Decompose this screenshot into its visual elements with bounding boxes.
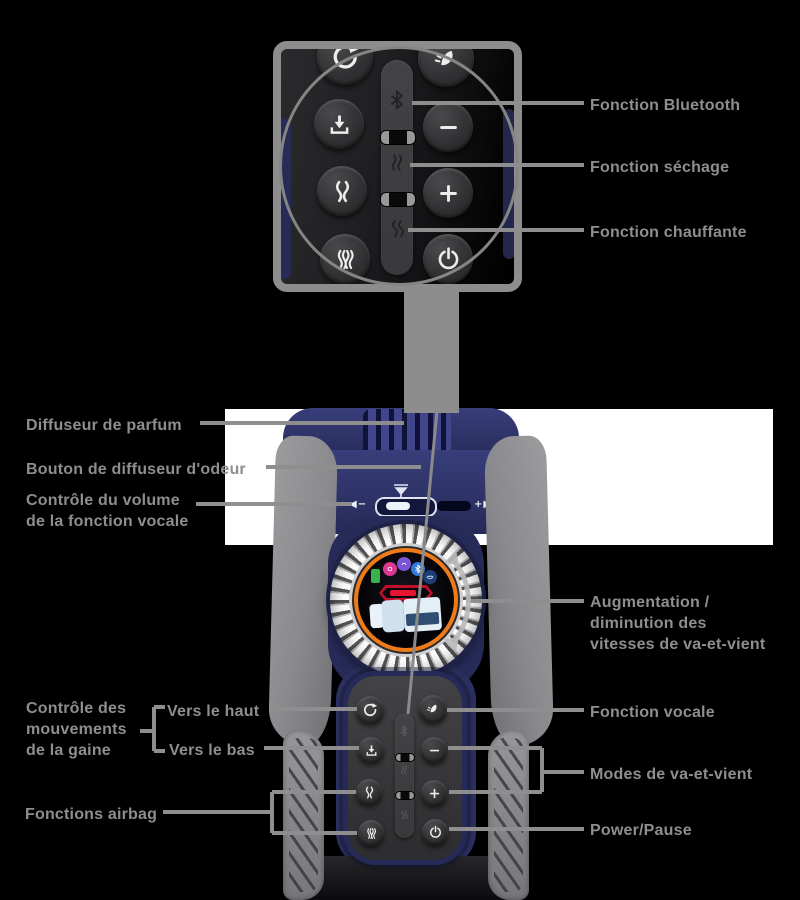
- label-augmentation-diminution: Augmentation / diminution des vitesses d…: [590, 592, 765, 655]
- label-gaine-line2: mouvements: [26, 721, 127, 738]
- label-controle-volume-line2: de la fonction vocale: [26, 513, 189, 530]
- mode-purple-icon: [397, 557, 411, 571]
- voice-button: [419, 695, 447, 723]
- rotate-button: [356, 696, 384, 724]
- airbag-button: [358, 820, 384, 846]
- strip-separator: [395, 753, 415, 762]
- bluetooth-icon: [398, 725, 410, 737]
- voice-icon: [425, 701, 441, 717]
- heat-icon: [398, 809, 410, 821]
- label-controle-volume-line1: Contrôle du volume: [26, 492, 180, 509]
- label-vers-le-bas: Vers le bas: [169, 742, 255, 759]
- power-button: [422, 819, 448, 845]
- dry-icon: [398, 764, 410, 776]
- download-icon: [364, 743, 379, 758]
- voice-volume-slider-handle: [386, 502, 410, 510]
- battery-icon: [371, 569, 380, 583]
- rotate-icon: [362, 702, 378, 718]
- label-augmentation-line3: vitesses de va-et-vient: [590, 636, 766, 653]
- label-controle-volume: Contrôle du volume de la fonction vocale: [26, 490, 188, 532]
- volume-down-icon: ◀−: [349, 499, 368, 510]
- label-gaine-line1: Contrôle des: [26, 700, 127, 717]
- strip-separator: [395, 791, 415, 800]
- device-base: [296, 856, 516, 900]
- label-fonction-sechage: Fonction séchage: [590, 159, 730, 176]
- dial-screen: [360, 554, 452, 646]
- function-strip: [395, 714, 414, 838]
- label-fonction-bluetooth: Fonction Bluetooth: [590, 97, 741, 114]
- squeeze-icon: [362, 785, 377, 800]
- label-fonctions-airbag: Fonctions airbag: [25, 806, 158, 823]
- control-panel: [348, 676, 462, 860]
- squeeze-button: [356, 779, 382, 805]
- label-augmentation-line2: diminution des: [590, 615, 707, 632]
- spray-direction-icon: [394, 484, 408, 498]
- label-vers-le-haut: Vers le haut: [167, 703, 260, 720]
- download-button: [358, 737, 384, 763]
- label-gaine-line3: de la gaine: [26, 742, 111, 759]
- power-icon: [428, 825, 443, 840]
- lips-icon: [423, 570, 437, 584]
- label-fonction-vocale: Fonction vocale: [590, 704, 715, 721]
- right-lower-grip: [488, 730, 529, 900]
- mode-pink-icon: [383, 562, 397, 576]
- plus-button: [421, 780, 447, 806]
- label-fonction-chauffante: Fonction chauffante: [590, 224, 747, 241]
- label-controle-mouvements-gaine: Contrôle des mouvements de la gaine: [26, 698, 127, 761]
- left-lower-grip: [283, 730, 324, 900]
- label-modes-va-et-vient: Modes de va-et-vient: [590, 766, 753, 783]
- minus-button: [421, 737, 447, 763]
- voice-volume-slider-track: [437, 501, 471, 511]
- plus-icon: [427, 786, 442, 801]
- label-bouton-diffuseur-odeur: Bouton de diffuseur d'odeur: [26, 461, 246, 478]
- label-diffuseur-parfum: Diffuseur de parfum: [26, 417, 182, 434]
- label-power-pause: Power/Pause: [590, 822, 692, 839]
- magnifier-tail: [404, 290, 459, 413]
- minus-icon: [427, 743, 442, 758]
- speed-bar-level: [390, 590, 416, 596]
- label-augmentation-line1: Augmentation /: [590, 594, 710, 611]
- volume-up-icon: +▶: [474, 499, 493, 510]
- airbag-icon: [364, 826, 379, 841]
